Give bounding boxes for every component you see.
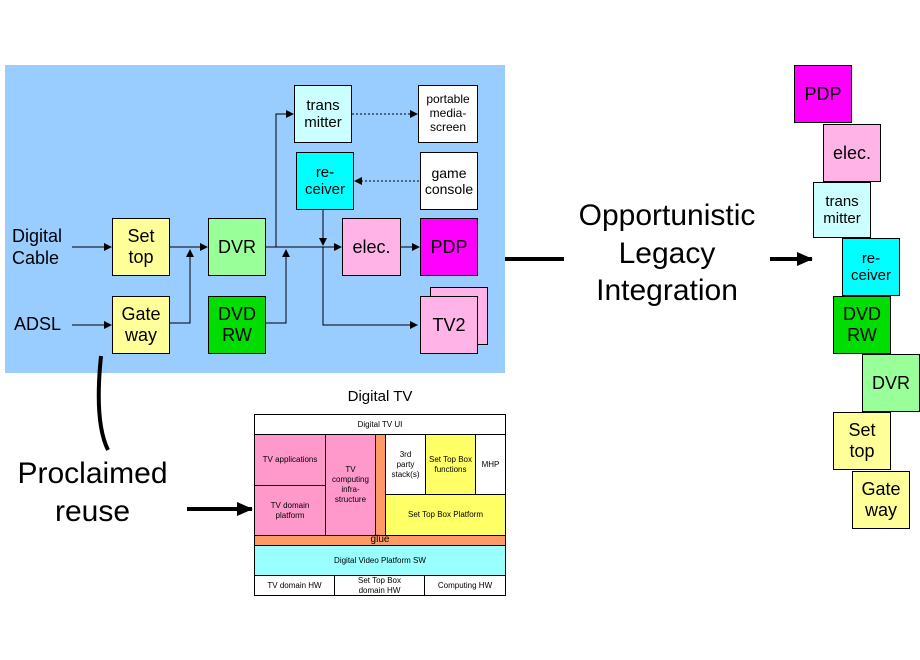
tv2-box: TV2	[420, 296, 478, 354]
stack-elec: elec.	[823, 124, 881, 182]
input-digital-cable: Digital Cable	[12, 226, 63, 268]
layer-digital-video-platform-sw: Digital Video Platform SW	[254, 545, 506, 576]
dvd-rw-box: DVD RW	[208, 296, 266, 354]
digital-tv-title: Digital TV	[347, 388, 413, 405]
layer-tv-domain-hw: TV domain HW	[254, 575, 335, 596]
layer-third-party-stacks: 3rd party stack(s)	[385, 434, 426, 495]
opportunistic-legacy-integration-caption: Opportunistic Legacy Integration	[578, 199, 756, 307]
layer-tv-domain-platform: TV domain platform	[254, 485, 326, 536]
stack-set-top: Set top	[833, 412, 891, 470]
stack-transmitter: trans mitter	[813, 182, 871, 238]
layer-set-top-box-functions: Set Top Box functions	[425, 434, 476, 495]
layer-set-top-box-domain-hw: Set Top Box domain HW	[334, 575, 425, 596]
transmitter-box: trans mitter	[294, 85, 352, 143]
layer-digital-tv-ui: Digital TV UI	[254, 414, 506, 435]
layer-tv-applications: TV applications	[254, 434, 326, 486]
gateway-box: Gate way	[112, 296, 170, 354]
receiver-box: re- ceiver	[296, 152, 354, 210]
set-top-box: Set top	[112, 218, 170, 276]
stack-gateway: Gate way	[852, 471, 910, 529]
link-gateway-to-reuse	[96, 355, 110, 451]
game-console-box: game console	[420, 152, 478, 210]
layer-set-top-box-platform: Set Top Box Platform	[385, 494, 506, 536]
stack-pdp: PDP	[794, 65, 852, 123]
dvr-box: DVR	[208, 218, 266, 276]
pdp-box: PDP	[420, 218, 478, 276]
layer-tv-computing-infrastructure: TV computing infra- structure	[325, 434, 376, 536]
layer-computing-hw: Computing HW	[424, 575, 506, 596]
layer-mhp: MHP	[475, 434, 506, 495]
stack-dvr: DVR	[862, 354, 920, 412]
stack-receiver: re- ceiver	[842, 238, 900, 296]
proclaimed-reuse-caption: Proclaimed reuse	[17, 457, 168, 528]
elec-box: elec.	[342, 218, 401, 276]
stack-dvd-rw: DVD RW	[833, 296, 891, 354]
portable-media-screen-box: portable media- screen	[418, 85, 478, 143]
input-adsl: ADSL	[14, 314, 62, 334]
